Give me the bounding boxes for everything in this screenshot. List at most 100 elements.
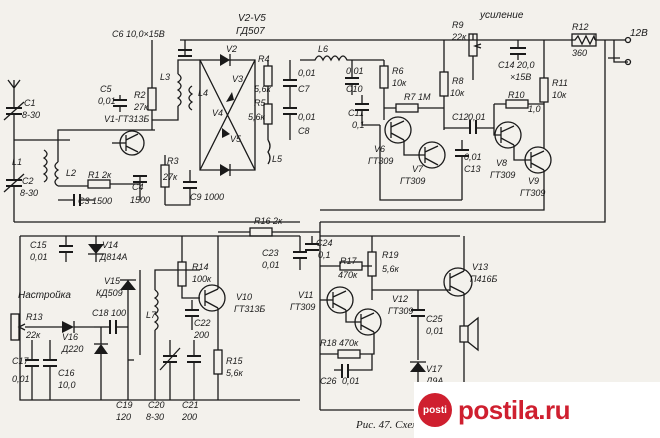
label-c11-value: 0,1 — [352, 120, 365, 130]
watermark-logo-icon: posti — [418, 393, 452, 427]
label-v2: V2 — [226, 44, 237, 54]
label-r19: R19 — [382, 250, 399, 260]
label-c10-value: 0,01 — [346, 66, 364, 76]
heterodyne — [10, 227, 320, 401]
watermark-text: postila.ru — [458, 394, 571, 425]
label-r14-value: 100к — [192, 274, 212, 284]
label-v15-type: КД509 — [96, 288, 123, 298]
label-r17: R17 — [340, 256, 358, 266]
label-c15: C15 — [30, 240, 48, 250]
label-c20: C20 — [148, 400, 165, 410]
label-c15-value: 0,01 — [30, 252, 48, 262]
label-c18: C18 100 — [92, 308, 126, 318]
label-r11: R11 — [552, 78, 568, 88]
label-c12: C12 — [452, 112, 469, 122]
label-c21-value: 200 — [181, 412, 197, 422]
label-c26: C26 — [320, 376, 337, 386]
label-r4-value: 5,6к — [254, 84, 272, 94]
label-r9: R9 — [452, 20, 464, 30]
label-r12: R12 — [572, 22, 589, 32]
label-r13: R13 — [26, 312, 43, 322]
label-r15-value: 5,6к — [226, 368, 244, 378]
label-c14-value: ×15В — [510, 72, 531, 82]
label-r10-value: 1,0 — [528, 104, 541, 114]
label-v1: V1-ГТ313Б — [104, 114, 149, 124]
label-r16: R16 2к — [254, 216, 283, 226]
label-r5: R5 — [254, 98, 266, 108]
label-r10: R10 — [508, 90, 525, 100]
label-c17-value: 0,01 — [12, 374, 30, 384]
label-r7: R7 1М — [404, 92, 431, 102]
label-l7: L7 — [146, 310, 157, 320]
label-v6: V6 — [374, 144, 385, 154]
label-c19: C19 — [116, 400, 133, 410]
label-r6: R6 — [392, 66, 404, 76]
label-v14-type: Д814А — [99, 252, 127, 262]
label-r19-value: 5,6к — [382, 264, 400, 274]
label-v16: V16 — [62, 332, 78, 342]
label-c7-value: 0,01 — [298, 68, 316, 78]
label-l6: L6 — [318, 44, 328, 54]
label-v11-type: ГТ309 — [290, 302, 315, 312]
label-r18: R18 470к — [320, 338, 359, 348]
input-circuit — [3, 40, 300, 223]
label-l5: L5 — [272, 154, 283, 164]
af-preamp — [320, 95, 552, 211]
label-r1: R1 2к — [88, 170, 112, 180]
label-v15: V15 — [104, 276, 121, 286]
label-v2-v5: V2-V5 — [238, 13, 266, 24]
label-v9: V9 — [528, 176, 539, 186]
label-c24: C24 — [316, 238, 333, 248]
label-r5-value: 5,6к — [248, 112, 266, 122]
label-c16: C16 — [58, 368, 75, 378]
label-c24-value: 0,1 — [318, 250, 331, 260]
diode-mixer — [165, 54, 384, 206]
label-c23-value: 0,01 — [262, 260, 280, 270]
component-labels: V2-V5 ГД507 C6 10,0×15В C1 8-30 L1 L2 C2… — [12, 10, 648, 431]
label-c7: C7 — [298, 84, 310, 94]
label-c13: C13 — [464, 164, 481, 174]
label-c21: C21 — [182, 400, 199, 410]
label-r8-value: 10к — [450, 88, 465, 98]
label-c22-value: 200 — [193, 330, 209, 340]
label-v4: V4 — [212, 108, 223, 118]
label-v16-type: Д220 — [61, 344, 83, 354]
label-c25: C25 — [426, 314, 444, 324]
label-12v: 12В — [630, 28, 648, 39]
label-r14: R14 — [192, 262, 209, 272]
label-r2: R2 — [134, 90, 146, 100]
label-v3: V3 — [232, 74, 243, 84]
label-r12-value: 360 — [572, 48, 587, 58]
label-r3: R3 — [167, 156, 179, 166]
label-gd507: ГД507 — [236, 26, 265, 37]
label-c20-value: 8-30 — [146, 412, 164, 422]
label-v8: V8 — [496, 158, 507, 168]
label-c23: C23 — [262, 248, 279, 258]
label-c16-value: 10,0 — [58, 380, 76, 390]
label-c10: C10 — [346, 84, 363, 94]
wiring-top — [178, 33, 632, 223]
label-v5: V5 — [230, 134, 242, 144]
label-v13: V13 — [472, 262, 488, 272]
label-c19-value: 120 — [116, 412, 131, 422]
label-v14: V14 — [102, 240, 118, 250]
label-v10-type: ГТ313Б — [234, 304, 265, 314]
label-l2: L2 — [66, 168, 76, 178]
label-c2: C2 — [22, 176, 34, 186]
label-c5: C5 — [100, 84, 112, 94]
label-v12-type: ГТ309 — [388, 306, 413, 316]
label-c13-value: 0,01 — [464, 152, 482, 162]
label-v12: V12 — [392, 294, 408, 304]
watermark: posti postila.ru — [414, 382, 660, 438]
label-r6-value: 10к — [392, 78, 407, 88]
label-c14: C14 20,0 — [498, 60, 535, 70]
label-c4-value: 1500 — [130, 195, 150, 205]
label-c8-value: 0,01 — [298, 112, 316, 122]
label-l4: L4 — [198, 88, 208, 98]
label-c1-value: 8-30 — [22, 110, 40, 120]
label-c2-value: 8-30 — [20, 188, 38, 198]
label-r9-value: 22к — [451, 32, 467, 42]
label-c8: C8 — [298, 126, 310, 136]
label-c3: C3 1500 — [78, 196, 112, 206]
